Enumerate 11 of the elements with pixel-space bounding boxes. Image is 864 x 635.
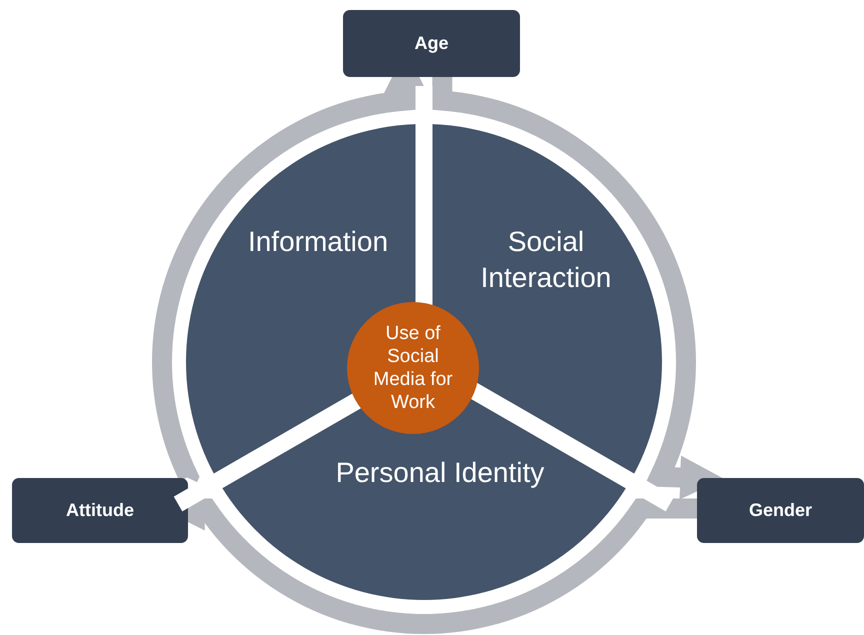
category-box bbox=[697, 478, 864, 543]
sector-label: Information bbox=[246, 225, 390, 259]
center-label: Use of Social Media for Work bbox=[372, 322, 454, 414]
sector-label: Social Interaction bbox=[480, 225, 612, 295]
category-label: Gender bbox=[748, 500, 812, 521]
category-label: Age bbox=[414, 33, 448, 54]
category-box bbox=[343, 10, 520, 77]
sector-label: Personal Identity bbox=[334, 456, 546, 490]
category-label: Attitude bbox=[66, 500, 134, 521]
cycle-arrow bbox=[432, 77, 724, 500]
category-box bbox=[12, 478, 188, 543]
